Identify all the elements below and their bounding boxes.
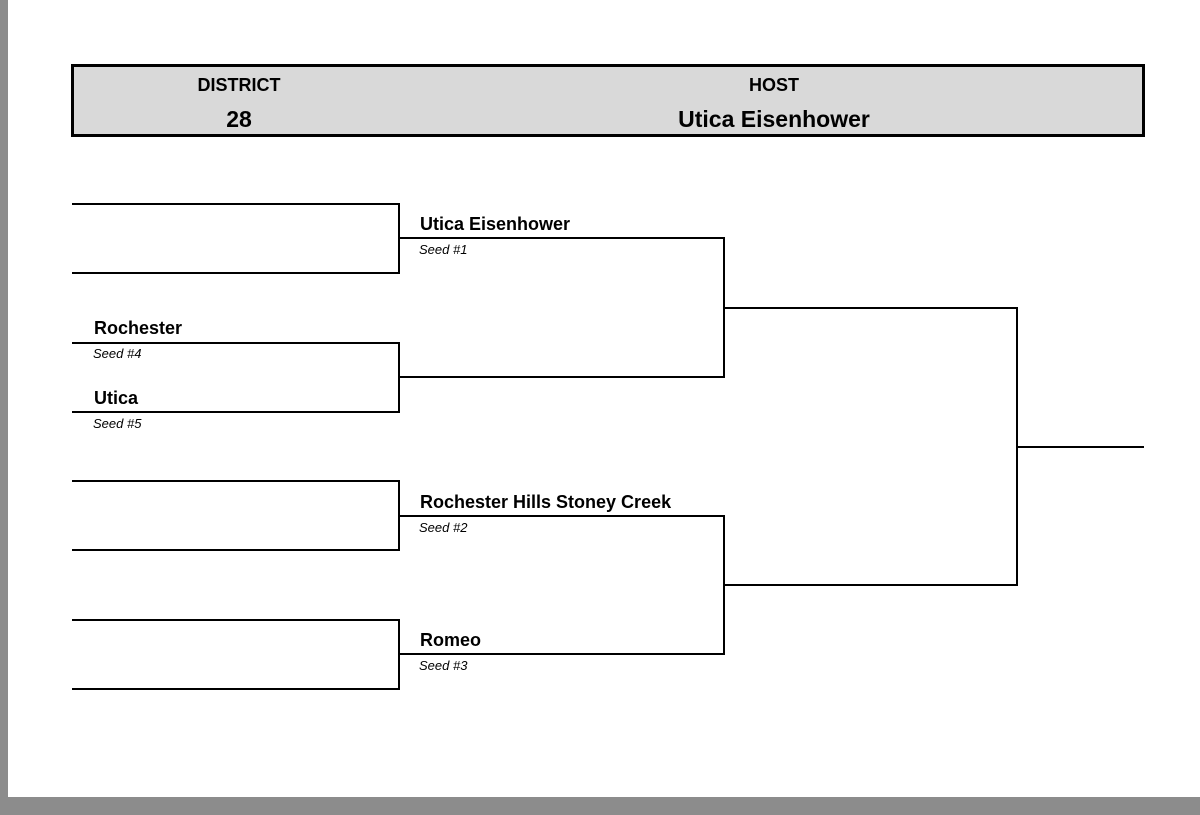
seed-label: Seed #2 — [419, 520, 468, 535]
bracket-line — [398, 237, 725, 239]
bracket-line — [72, 203, 400, 205]
bracket-line — [72, 411, 400, 413]
bracket-line — [398, 376, 725, 378]
team-name: Utica — [94, 388, 139, 408]
bracket-line — [723, 584, 1018, 586]
bracket-line — [72, 342, 400, 344]
team-name: Rochester — [94, 318, 183, 338]
bracket-line — [398, 515, 725, 517]
team-name: Romeo — [420, 630, 482, 650]
district-number: 28 — [226, 106, 252, 132]
window-frame-left — [0, 0, 8, 815]
host-name: Utica Eisenhower — [678, 106, 870, 132]
bracket-line — [72, 549, 400, 551]
bracket-line — [398, 653, 725, 655]
district-label: DISTRICT — [197, 75, 281, 95]
host-label: HOST — [748, 75, 799, 95]
seed-label: Seed #3 — [419, 658, 468, 673]
seed-label: Seed #4 — [93, 346, 142, 361]
bracket-line — [723, 307, 1018, 309]
seed-label: Seed #5 — [93, 416, 142, 431]
seed-label: Seed #1 — [419, 242, 468, 257]
bracket-line — [72, 272, 400, 274]
team-name: Utica Eisenhower — [420, 214, 571, 234]
bracket-line — [72, 480, 400, 482]
district-header: DISTRICT 28 HOST Utica Eisenhower — [71, 64, 1145, 137]
team-name: Rochester Hills Stoney Creek — [420, 492, 672, 512]
bracket-line — [72, 619, 400, 621]
bracket-line — [72, 688, 400, 690]
window-frame-bottom — [0, 797, 1200, 815]
champion-line — [1016, 446, 1144, 448]
